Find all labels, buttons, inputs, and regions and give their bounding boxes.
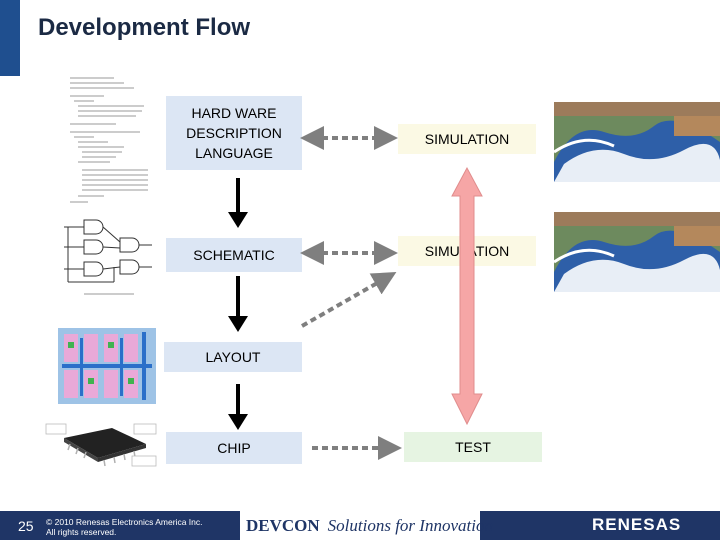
down-arrow-1 bbox=[228, 178, 248, 228]
hdl-code-thumbnail bbox=[64, 74, 160, 206]
copyright: © 2010 Renesas Electronics America Inc. … bbox=[46, 517, 203, 537]
devcon-tagline: Solutions for Innovation bbox=[327, 515, 493, 535]
copyright-line-2: All rights reserved. bbox=[46, 527, 117, 537]
layout-thumbnail bbox=[58, 328, 156, 404]
simulation-thumbnail-2 bbox=[554, 212, 720, 292]
simulation-thumbnail-1 bbox=[554, 102, 720, 182]
down-arrow-3 bbox=[228, 384, 248, 430]
simulation-box-1: SIMULATION bbox=[398, 124, 536, 154]
copyright-line-1: © 2010 Renesas Electronics America Inc. bbox=[46, 517, 203, 527]
page-number: 25 bbox=[18, 518, 34, 534]
schematic-thumbnail bbox=[54, 210, 158, 302]
chip-box: CHIP bbox=[166, 432, 302, 464]
title-accent-bar bbox=[0, 0, 20, 76]
renesas-logo: RENESAS bbox=[592, 515, 682, 534]
chip-thumbnail bbox=[42, 418, 160, 470]
schematic-box: SCHEMATIC bbox=[166, 238, 302, 272]
page-title: Development Flow bbox=[38, 14, 251, 41]
devcon-banner: DEVCON Solutions for Innovation bbox=[240, 511, 493, 540]
hdl-box: HARD WARE DESCRIPTION LANGUAGE bbox=[166, 96, 302, 170]
devcon-logo: DEVCON bbox=[246, 515, 320, 535]
test-box: TEST bbox=[404, 432, 542, 462]
layout-box: LAYOUT bbox=[164, 342, 302, 372]
down-arrow-2 bbox=[228, 276, 248, 332]
test-simulation-double-arrow bbox=[451, 166, 483, 426]
dashed-arrow-layout-sim bbox=[301, 272, 397, 328]
